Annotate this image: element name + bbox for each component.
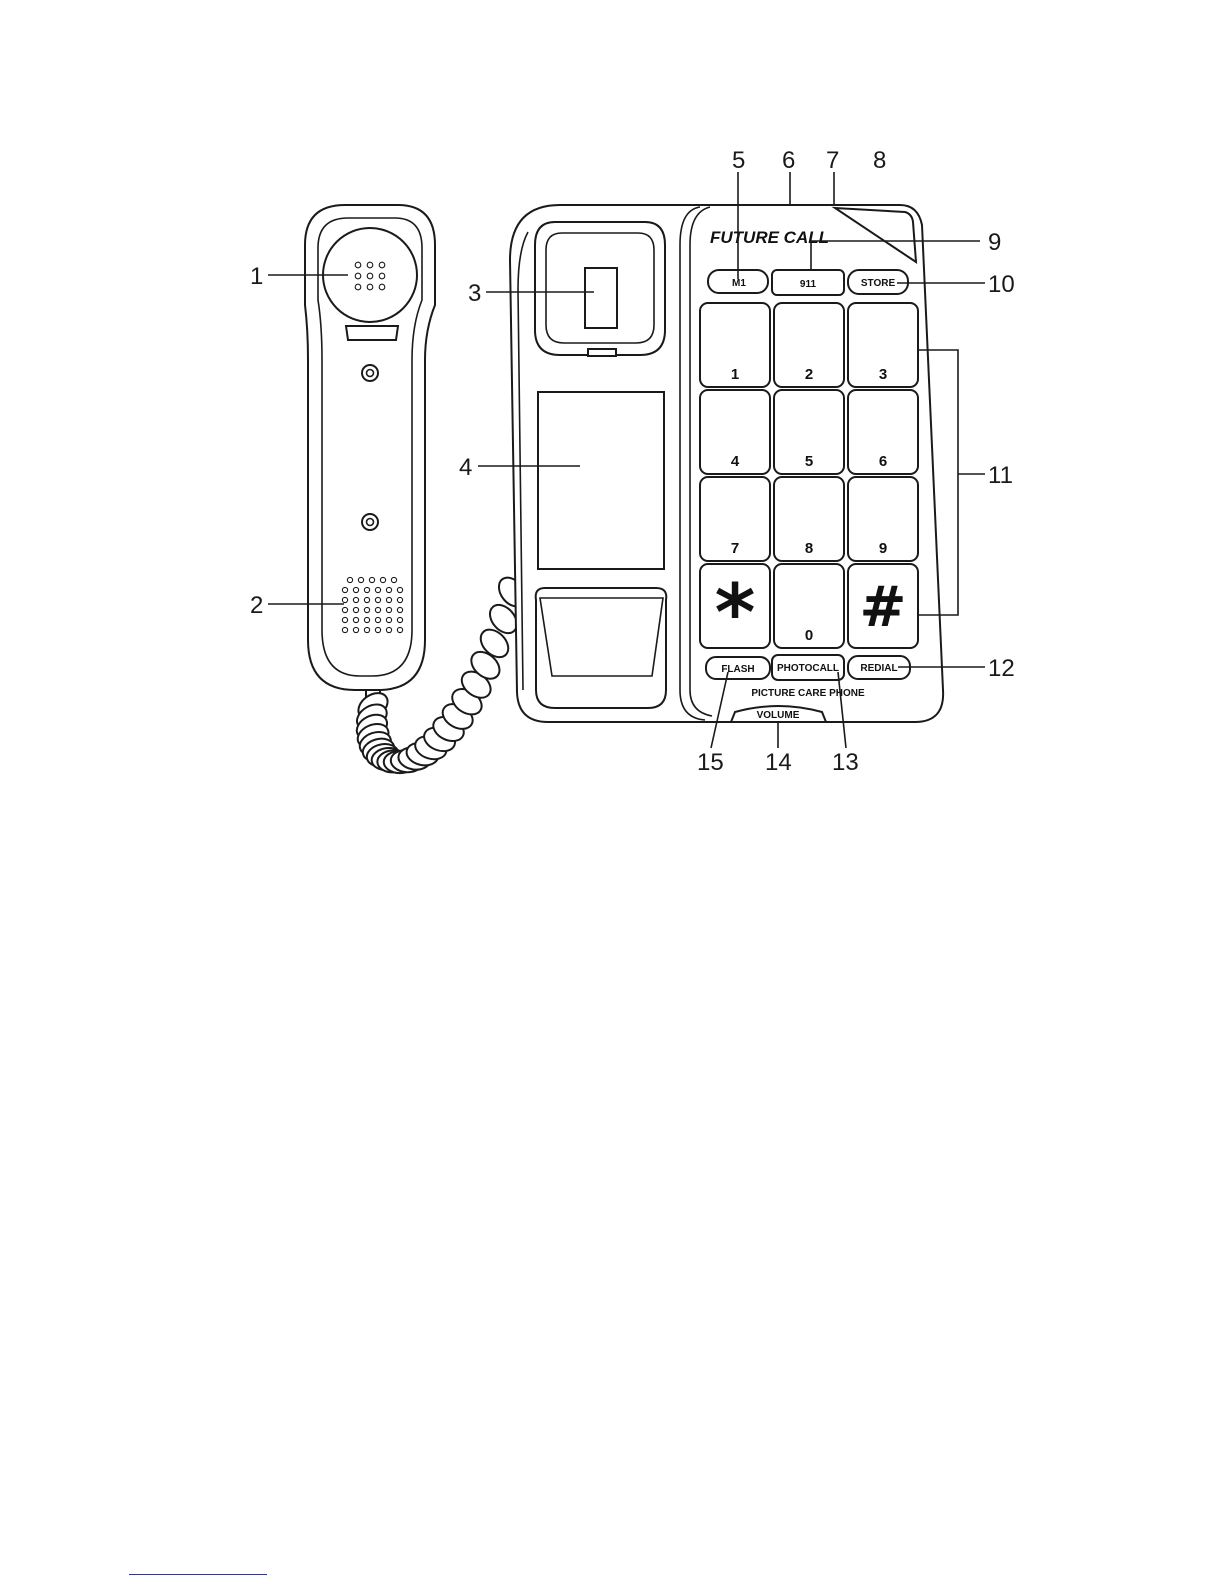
key-4[interactable]: 4: [700, 390, 770, 474]
callout-5: 5: [732, 147, 745, 174]
callout-4: 4: [459, 454, 472, 481]
key-label: 4: [731, 453, 740, 470]
svg-text:M1: M1: [732, 278, 746, 289]
photocall-button[interactable]: PHOTOCALL: [772, 655, 844, 680]
svg-text:911: 911: [800, 279, 817, 290]
key-label: 9: [879, 540, 887, 557]
store-button[interactable]: STORE: [848, 270, 908, 294]
key-9[interactable]: 9: [848, 477, 918, 561]
key-label: 8: [805, 540, 813, 557]
emergency-911-button[interactable]: 911: [772, 270, 844, 295]
key-8[interactable]: 8: [774, 477, 844, 561]
handset-rest: [536, 588, 667, 708]
model-label: PICTURE CARE PHONE: [751, 688, 865, 699]
handset-hook-tab: [346, 326, 398, 340]
screw-bottom: [362, 514, 378, 530]
svg-text:STORE: STORE: [861, 278, 896, 289]
flash-button[interactable]: FLASH: [706, 657, 770, 679]
handset: [305, 205, 435, 704]
key-2[interactable]: 2: [774, 303, 844, 387]
callout-12: 12: [988, 655, 1015, 682]
key-label: 1: [731, 366, 739, 383]
key-7[interactable]: 7: [700, 477, 770, 561]
key-3[interactable]: 3: [848, 303, 918, 387]
key-label: #: [860, 575, 907, 640]
earpiece-holes: [355, 262, 385, 290]
callout-1: 1: [250, 263, 263, 290]
key-label: 5: [805, 453, 813, 470]
callout-14: 14: [765, 749, 792, 776]
key-label: 7: [731, 540, 739, 557]
key-5[interactable]: 5: [774, 390, 844, 474]
callout-11: 11: [988, 462, 1013, 489]
key-label: 6: [879, 453, 887, 470]
svg-text:REDIAL: REDIAL: [860, 663, 897, 674]
svg-text:VOLUME: VOLUME: [757, 710, 800, 721]
key-1[interactable]: 1: [700, 303, 770, 387]
key-hash[interactable]: #: [848, 564, 918, 648]
picture-window: [538, 392, 664, 569]
key-star[interactable]: *: [700, 564, 770, 659]
footer-rule: [129, 1574, 267, 1575]
callout-9: 9: [988, 229, 1001, 256]
key-label: 0: [805, 627, 813, 644]
callout-6: 6: [782, 147, 795, 174]
key-label: 2: [805, 366, 813, 383]
callout-13: 13: [832, 749, 859, 776]
callout-7: 7: [826, 147, 839, 174]
handset-cradle: [535, 222, 665, 356]
callout-8: 8: [873, 147, 886, 174]
key-label: 3: [879, 366, 887, 383]
svg-text:FLASH: FLASH: [721, 664, 754, 675]
callout-10: 10: [988, 271, 1015, 298]
callout-15: 15: [697, 749, 724, 776]
screw-top: [362, 365, 378, 381]
key-0[interactable]: 0: [774, 564, 844, 648]
key-label: *: [715, 569, 756, 659]
callout-3: 3: [468, 280, 481, 307]
callout-2: 2: [250, 592, 263, 619]
hook-switch[interactable]: [585, 268, 617, 328]
key-6[interactable]: 6: [848, 390, 918, 474]
keypad: 1 2 3 4 5 6 7 8 9 * 0 #: [700, 303, 918, 659]
svg-text:PHOTOCALL: PHOTOCALL: [777, 663, 839, 674]
